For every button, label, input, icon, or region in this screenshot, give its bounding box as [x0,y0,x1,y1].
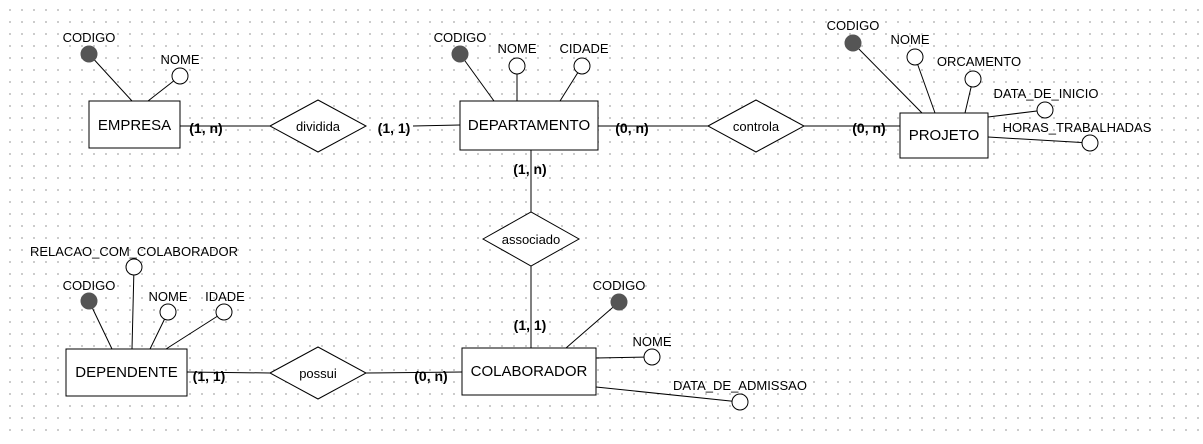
entity-projeto-label: PROJETO [909,127,980,144]
attribute-dependente-relacao[interactable] [125,258,143,276]
cardinality-projeto-controla: (0, n) [852,120,885,136]
attribute-colaborador-admissao[interactable] [731,393,749,411]
key-attribute-empresa-codigo[interactable] [80,45,98,63]
line-projeto-codigo [852,42,923,114]
attr-label-projeto-codigo: CODIGO [827,18,880,33]
relationship-dividida[interactable]: dividida [268,99,368,153]
attr-label-dependente-relacao: RELACAO_COM_COLABORADOR [30,244,238,259]
cardinality-empresa-dividida: (1, n) [189,120,222,136]
line-dividida-departamento [412,124,461,127]
entity-empresa[interactable]: EMPRESA [88,100,181,149]
attribute-projeto-horas[interactable] [1081,134,1099,152]
entity-colaborador-label: COLABORADOR [471,363,588,380]
attr-label-dependente-idade: IDADE [205,289,245,304]
attr-label-empresa-nome: NOME [161,52,200,67]
relationship-associado-label: associado [502,232,561,247]
cardinality-departamento-controla: (0, n) [615,120,648,136]
relationship-possui-label: possui [299,366,337,381]
attr-label-departamento-cidade: CIDADE [559,41,608,56]
line-colaborador-admissao [595,386,741,403]
attr-label-colaborador-admissao: DATA_DE_ADMISSAO [673,378,807,393]
cardinality-dependente-possui: (1, 1) [193,368,226,384]
attr-label-departamento-codigo: CODIGO [434,30,487,45]
cardinality-colaborador-possui: (0, n) [414,368,447,384]
key-attribute-projeto-codigo[interactable] [844,34,862,52]
cardinality-departamento-associado: (1, n) [513,161,546,177]
entity-departamento-label: DEPARTAMENTO [468,117,590,134]
line-departamento-codigo [459,53,495,102]
relationship-associado[interactable]: associado [481,211,581,267]
line-projeto-data-inicio [987,109,1046,118]
cardinality-colaborador-associado: (1, 1) [514,317,547,333]
attribute-colaborador-nome[interactable] [643,348,661,366]
line-possui-colaborador [365,371,463,374]
line-colaborador-nome [595,356,653,359]
attribute-markers [80,34,1099,411]
line-projeto-nome [914,56,936,114]
attr-label-departamento-nome: NOME [498,41,537,56]
line-dependente-relacao [131,266,135,350]
entity-dependente[interactable]: DEPENDENTE [65,348,188,397]
attr-label-empresa-codigo: CODIGO [63,30,116,45]
attr-label-colaborador-codigo: CODIGO [593,278,646,293]
attr-label-projeto-orcamento: ORCAMENTO [937,54,1021,69]
attribute-empresa-nome[interactable] [171,67,189,85]
entity-departamento[interactable]: DEPARTAMENTO [459,100,599,151]
relationship-dividida-label: dividida [296,119,341,134]
attribute-departamento-nome[interactable] [508,57,526,75]
key-attribute-colaborador-codigo[interactable] [610,293,628,311]
relationship-possui[interactable]: possui [268,346,368,400]
line-dependente-idade [165,311,225,350]
attribute-projeto-data-inicio[interactable] [1036,101,1054,119]
attribute-labels: CODIGO NOME CODIGO NOME CIDADE CODIGO NO… [30,18,1152,393]
entity-colaborador[interactable]: COLABORADOR [461,347,597,396]
attribute-departamento-cidade[interactable] [573,57,591,75]
attr-label-projeto-data-inicio: DATA_DE_INICIO [994,86,1099,101]
attr-label-projeto-horas: HORAS_TRABALHADAS [1003,120,1152,135]
cardinality-labels: (1, n) (1, 1) (0, n) (0, n) (1, n) (1, 1… [189,120,885,384]
entity-dependente-label: DEPENDENTE [75,364,178,381]
relationship-lines [180,124,900,374]
attr-label-dependente-nome: NOME [149,289,188,304]
attribute-dependente-nome[interactable] [159,303,177,321]
line-projeto-horas [987,136,1091,144]
line-colaborador-codigo [565,301,620,349]
attribute-projeto-orcamento[interactable] [964,70,982,88]
attr-label-dependente-codigo: CODIGO [63,278,116,293]
attr-label-colaborador-nome: NOME [633,334,672,349]
attr-label-projeto-nome: NOME [891,32,930,47]
key-attribute-dependente-codigo[interactable] [80,292,98,310]
relationship-controla[interactable]: controla [706,99,806,153]
entity-empresa-label: EMPRESA [98,117,171,134]
entity-projeto[interactable]: PROJETO [899,112,989,159]
relationship-controla-label: controla [733,119,780,134]
attribute-dependente-idade[interactable] [215,303,233,321]
line-dependente-possui [186,371,271,374]
attribute-projeto-nome[interactable] [906,48,924,66]
key-attribute-departamento-codigo[interactable] [451,45,469,63]
line-dependente-codigo [88,300,113,350]
line-empresa-codigo [88,53,133,102]
cardinality-departamento-dividida: (1, 1) [378,120,411,136]
